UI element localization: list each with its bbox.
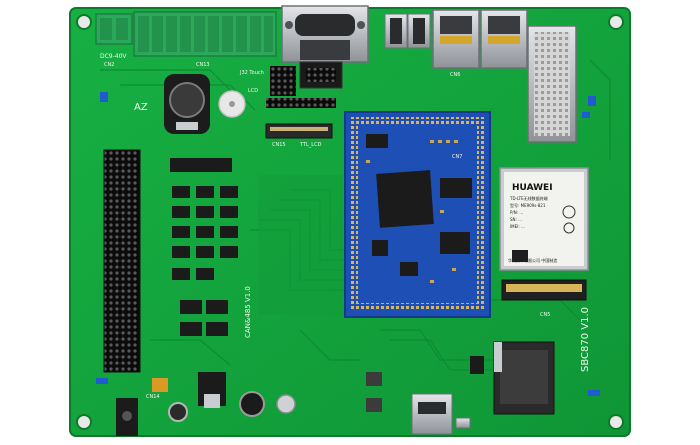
label-cn5: CN5 [540, 312, 550, 318]
label-can485: CAN&485 V1.0 [244, 286, 252, 338]
lte-module [499, 167, 589, 271]
db9-connector [281, 5, 369, 63]
sim-holder [493, 341, 555, 415]
label-cn15: CN15 [272, 142, 286, 148]
micro-usb [455, 417, 471, 429]
module-line3: P/N: ... [510, 210, 523, 215]
module-line1: TD-LTE无线数据终端 [509, 195, 548, 201]
label-az: AZ [134, 102, 148, 113]
soc-chip [376, 170, 434, 228]
coin-battery [164, 74, 210, 134]
label-board-name: SBC870 V1.0 [580, 307, 591, 372]
inductors [152, 356, 484, 412]
label-ttl-lcd: TTL_LCD [299, 142, 322, 148]
label-power: DC9-40V [100, 53, 127, 60]
terminal-block [133, 11, 277, 57]
electrolytic-caps [168, 391, 296, 422]
label-cn2: CN2 [104, 62, 114, 68]
sfp-cage [527, 25, 577, 143]
usb-a-bottom [411, 393, 453, 435]
label-cn7: CN7 [452, 154, 462, 160]
left-edge-header [103, 149, 141, 373]
jumpers [96, 92, 600, 396]
module-brand: HUAWEI [512, 183, 553, 193]
mounting-holes [76, 14, 624, 430]
usb-connectors [384, 13, 431, 49]
left-ic-array [170, 158, 238, 336]
label-cn14: CN14 [146, 394, 160, 400]
label-cn6: CN6 [450, 72, 460, 78]
module-maker: 华为技术有限公司 中国制造 [508, 257, 557, 263]
pin-headers [266, 61, 343, 108]
module-line4: SN: ... [510, 217, 522, 222]
core-module [344, 111, 491, 318]
ethernet-jacks [432, 9, 528, 69]
label-cn13: CN13 [196, 62, 210, 68]
label-touch: J32 Touch [239, 70, 264, 76]
module-line5: IMEI: ... [510, 224, 525, 229]
module-line2: 型号: ME909s-821 [510, 202, 546, 208]
label-lcd: LCD [248, 88, 258, 94]
